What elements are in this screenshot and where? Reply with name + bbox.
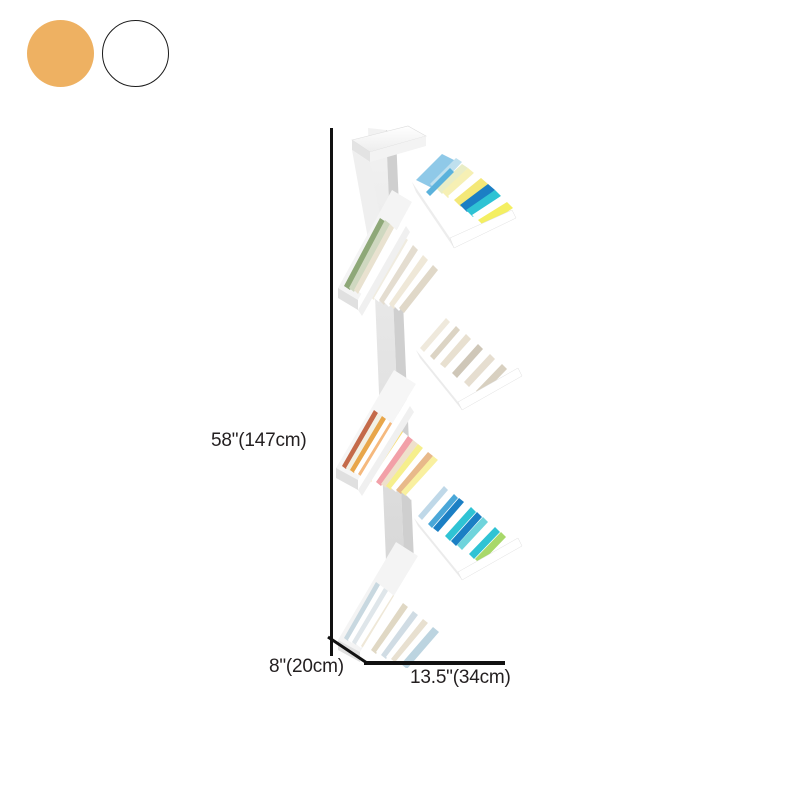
bookshelf-shelf-4 — [416, 316, 523, 411]
books-group-right-teal — [418, 486, 512, 568]
bookshelf-shelf-6 — [414, 484, 523, 581]
books-group-top-right — [416, 154, 513, 227]
dimension-line-depth — [327, 635, 368, 665]
color-swatch-row — [27, 20, 207, 92]
bookshelf-shelf-5 — [336, 370, 443, 500]
dimension-line-height — [330, 128, 333, 656]
dimension-label-width: 13.5"(34cm) — [410, 667, 511, 688]
bookshelf-shelf-3 — [338, 190, 438, 316]
bookshelf-shelf-7 — [338, 542, 439, 668]
dimension-line-width — [364, 661, 505, 665]
books-group-right-striped — [420, 318, 513, 400]
color-swatch-white[interactable] — [102, 20, 169, 87]
color-swatch-orange[interactable] — [27, 20, 94, 87]
dimension-label-depth: 8"(20cm) — [269, 656, 344, 677]
dimension-label-height: 58"(147cm) — [211, 430, 307, 451]
product-image-tree-bookshelf — [330, 118, 530, 668]
bookshelf-shelf-2 — [412, 154, 517, 249]
